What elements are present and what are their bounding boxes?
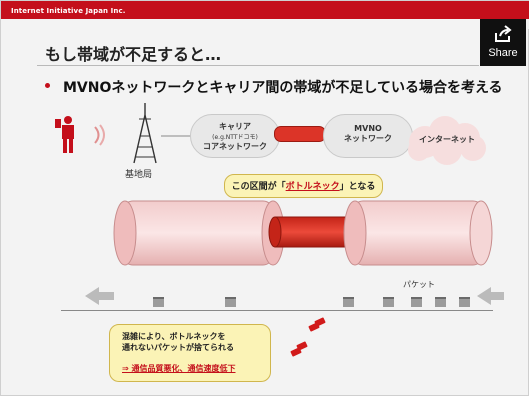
- mvno-label: MVNO: [354, 124, 382, 133]
- share-icon: [495, 25, 512, 42]
- packet-icon: [383, 297, 394, 307]
- packet-icon: [153, 297, 164, 307]
- incoming-right-arrow-icon: [477, 287, 491, 305]
- packet-label: パケット: [403, 280, 435, 289]
- user-with-phone-icon: [55, 116, 74, 153]
- internet-cloud-icon: [408, 116, 486, 165]
- pipe-right-segment: [343, 200, 493, 266]
- base-station-tower-icon: [133, 103, 157, 164]
- packet-icon: [225, 297, 236, 307]
- packet-icon: [459, 297, 470, 307]
- bullet-text: MVNOネットワークとキャリア間の帯域が不足している場合を考える: [63, 80, 503, 96]
- header-spacer: [1, 19, 529, 29]
- company-name: Internet Initiative Japan Inc.: [11, 7, 126, 15]
- carrier-label: キャリア: [219, 122, 251, 131]
- bullet-icon: [45, 83, 50, 88]
- mvno-network: MVNO ネットワーク: [323, 114, 413, 158]
- carrier-example: (e.g.NTTドコモ): [212, 134, 258, 141]
- share-button[interactable]: Share: [480, 19, 526, 66]
- slide-title: もし帯域が不足すると…: [45, 45, 222, 64]
- pipe-left-segment: [113, 200, 285, 266]
- internet-label: インターネット: [419, 135, 475, 144]
- bottleneck-link-small: [274, 126, 326, 142]
- title-divider: [37, 65, 479, 66]
- mvno-network-label: ネットワーク: [344, 134, 392, 143]
- signal-waves-icon: [94, 124, 105, 146]
- callout-text: この区間が「ボトルネック」となる: [225, 179, 382, 192]
- note-line-2: 通れないパケットが捨てられる: [122, 343, 234, 352]
- share-label: Share: [488, 47, 518, 59]
- flow-left-arrow-shaft: [98, 292, 114, 300]
- base-station-label: 基地局: [125, 170, 153, 180]
- dropped-packet-icon: [308, 322, 320, 332]
- packet-drop-note: 混雑により、ボトルネックを 通れないパケットが捨てられる ⇒ 通信品質悪化、通信…: [109, 324, 271, 382]
- flow-left-arrow-icon: [85, 287, 99, 305]
- incoming-right-arrow-shaft: [490, 292, 504, 300]
- callout-suffix: 」となる: [339, 182, 376, 192]
- carrier-core-label: コアネットワーク: [203, 142, 267, 151]
- callout-highlight: ボトルネック: [285, 182, 340, 192]
- tower-to-carrier-line: [161, 135, 191, 137]
- packet-icon: [435, 297, 446, 307]
- packet-icon: [411, 297, 422, 307]
- dropped-packet-icon: [290, 347, 302, 357]
- packet-icon: [343, 297, 354, 307]
- bottleneck-callout: この区間が「ボトルネック」となる: [224, 174, 383, 198]
- bandwidth-pipe-diagram: [113, 200, 493, 266]
- packet-path-line: [61, 310, 493, 311]
- note-line-1: 混雑により、ボトルネックを: [122, 332, 226, 341]
- carrier-core-network: キャリア (e.g.NTTドコモ) コアネットワーク: [190, 114, 280, 158]
- note-line-3: ⇒ 通信品質悪化、通信速度低下: [122, 364, 236, 373]
- callout-prefix: この区間が「: [231, 182, 286, 192]
